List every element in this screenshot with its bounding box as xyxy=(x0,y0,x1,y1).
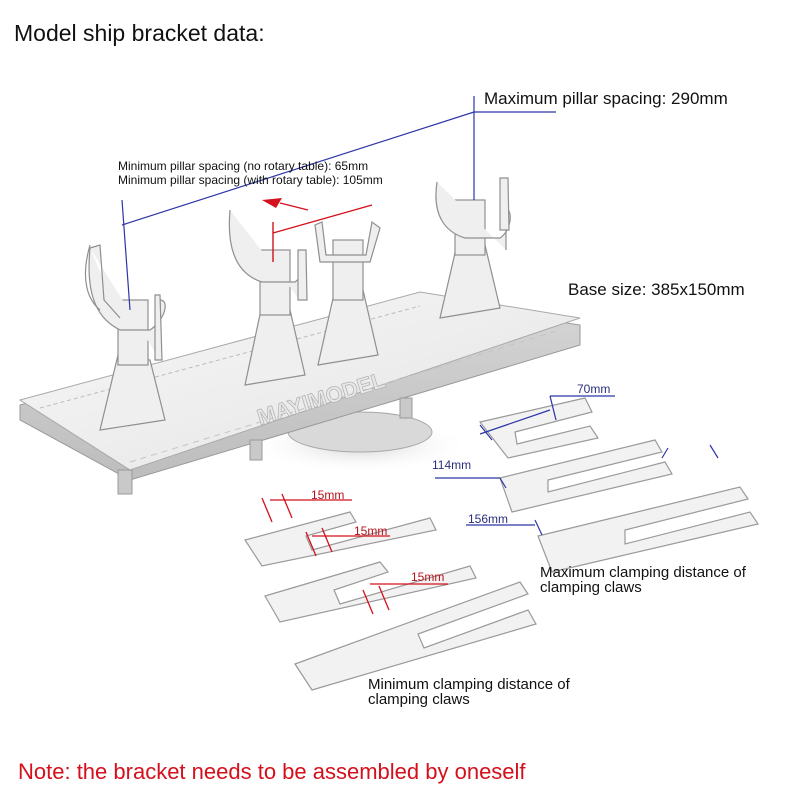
assembly-note: Note: the bracket needs to be assembled … xyxy=(18,759,526,784)
pillar-2 xyxy=(228,209,308,386)
min-pillar-rotary-label: Minimum pillar spacing (with rotary tabl… xyxy=(118,173,383,187)
pillar-4 xyxy=(435,177,511,319)
claw-114-label: 114mm xyxy=(432,458,472,472)
base-size-label: Base size: 385x150mm xyxy=(568,280,745,299)
max-claw-set xyxy=(478,397,759,573)
pillar-1 xyxy=(84,244,166,431)
pillar-3 xyxy=(314,220,381,366)
min-pillar-dimension xyxy=(262,198,373,262)
min-claw-c-label: 15mm xyxy=(411,570,445,584)
min-claw-dimensions xyxy=(261,493,448,615)
max-claw-caption-line1: Maximum clamping distance of xyxy=(540,564,746,581)
min-claw-set xyxy=(244,511,537,691)
min-claw-b-label: 15mm xyxy=(354,524,388,538)
base-plate: MAYIMODEL xyxy=(18,291,581,495)
max-claw-caption: Maximum clamping distance of clamping cl… xyxy=(540,565,746,595)
min-claw-a-label: 15mm xyxy=(311,488,345,502)
max-pillar-dimension xyxy=(121,96,556,311)
red-arrow-icon xyxy=(262,198,282,208)
min-claw-caption-line1: Minimum clamping distance of xyxy=(368,676,570,693)
max-claw-dimensions xyxy=(435,395,719,536)
max-pillar-spacing-label: Maximum pillar spacing: 290mm xyxy=(484,89,728,108)
claw-156-label: 156mm xyxy=(468,512,509,526)
min-claw-caption: Minimum clamping distance of clamping cl… xyxy=(368,677,570,707)
min-claw-caption-line2: clamping claws xyxy=(368,691,470,708)
claw-70-label: 70mm xyxy=(577,382,611,396)
page-title: Model ship bracket data: xyxy=(14,20,265,46)
min-pillar-no-rotary-label: Minimum pillar spacing (no rotary table)… xyxy=(118,159,369,173)
max-claw-caption-line2: clamping claws xyxy=(540,579,642,596)
